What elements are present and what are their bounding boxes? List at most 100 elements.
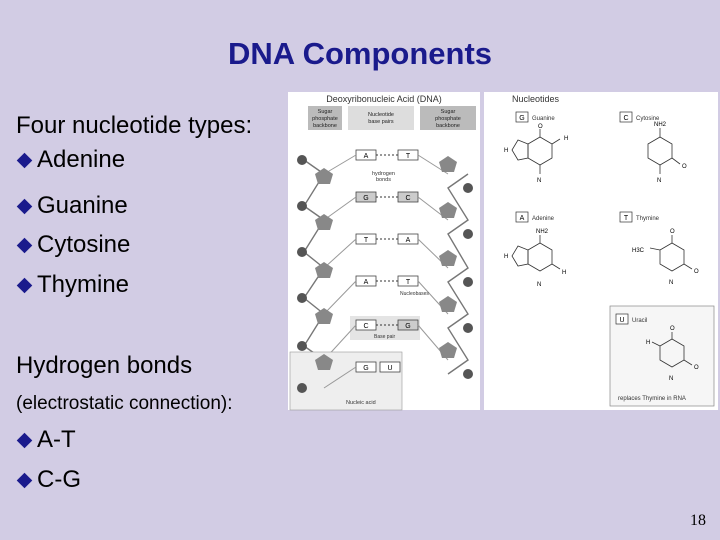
sugar-pentagon <box>439 156 457 172</box>
base-letter: A <box>406 237 411 244</box>
molecule-code: C <box>623 115 628 122</box>
header-left-line: backbone <box>313 123 337 129</box>
atom-label: N <box>669 376 673 382</box>
slide-title: DNA Components <box>227 36 493 71</box>
connector-line <box>323 280 357 315</box>
phosphate-circle <box>297 293 307 303</box>
sugar-pentagon <box>315 262 333 278</box>
sugar-pentagon <box>439 296 457 312</box>
thymine-structure <box>649 235 693 272</box>
phosphate-circle <box>463 183 473 193</box>
sugar-pentagon <box>439 342 457 358</box>
atom-label: H <box>562 270 566 276</box>
hydrogen-bonds-label: bonds <box>376 177 391 183</box>
header-left-line: phosphate <box>312 116 338 122</box>
base-pair-label: Base pair <box>374 334 395 340</box>
atom-label: O <box>538 124 543 130</box>
atom-label: NH2 <box>536 229 549 235</box>
molecule-code: G <box>519 115 524 122</box>
connector-line <box>323 238 357 269</box>
molecule-code-box <box>619 111 633 123</box>
molecule-code: U <box>619 317 624 324</box>
bullet-text: Cytosine <box>37 231 131 258</box>
phosphate-circle <box>297 247 307 257</box>
bullet-item: Cytosine <box>16 231 130 259</box>
atom-label: H <box>564 136 568 142</box>
uracil-note: replaces Thymine in RNA <box>618 396 686 402</box>
molecule-name: Uracil <box>632 318 647 324</box>
backbone-header-right <box>420 106 476 130</box>
molecule-code-box <box>515 211 529 223</box>
phosphate-circle <box>297 155 307 165</box>
base-letter: T <box>406 153 411 160</box>
phosphate-circle <box>297 383 307 393</box>
phosphate-markers <box>297 155 473 393</box>
atom-label: O <box>670 326 675 332</box>
sugar-pentagon <box>315 308 333 324</box>
atom-label: H <box>504 148 508 154</box>
dna-diagram-svg: Deoxyribonucleic Acid (DNA) Sugar phosph… <box>288 92 718 411</box>
base-pairs-header <box>348 106 414 130</box>
base-letter: U <box>387 365 392 372</box>
bullet-item: Adenine <box>16 146 125 174</box>
diamond-bullet-icon <box>16 432 33 448</box>
atom-label: O <box>694 365 699 371</box>
rung-5: C G <box>323 316 449 361</box>
molecule-code-box <box>615 313 629 325</box>
nucleotide-types-heading: Four nucleotide types: <box>16 112 253 139</box>
atom-label: N <box>537 282 541 288</box>
connector-line <box>323 366 357 389</box>
atom-label: N <box>669 280 673 286</box>
bullet-item: Thymine <box>16 271 129 299</box>
diamond-bullet-icon <box>16 472 33 488</box>
header-right-line: Sugar <box>441 109 456 115</box>
bullet-text: Adenine <box>37 146 126 173</box>
atom-label: H <box>646 340 650 346</box>
adenine-structure <box>511 235 561 272</box>
bullet-text: C-G <box>37 466 81 493</box>
base-letter: T <box>406 279 411 286</box>
molecule-code-box <box>515 111 529 123</box>
guanine-structure <box>511 129 561 174</box>
bullet-text: Thymine <box>37 271 130 298</box>
molecule-code-box <box>619 211 633 223</box>
page-number: 18 <box>690 512 706 529</box>
hydrogen-bonds-subheading: (electrostatic connection): <box>16 393 233 414</box>
base-letter: G <box>363 365 368 372</box>
base-letter: G <box>363 195 368 202</box>
connector-line <box>323 154 357 175</box>
header-right-line: backbone <box>436 123 460 129</box>
phosphate-circle <box>463 229 473 239</box>
base-box <box>379 361 401 373</box>
base-letter: G <box>405 323 410 330</box>
bullet-item: C-G <box>16 466 81 494</box>
atom-label: O <box>670 229 675 235</box>
base-letter: T <box>364 237 369 244</box>
hydrogen-bonds-heading: Hydrogen bonds <box>16 352 193 379</box>
sugar-pentagon <box>439 202 457 218</box>
bullet-text: Guanine <box>37 192 128 219</box>
nucleobases-label: Nucleobases <box>400 291 429 297</box>
base-letter: C <box>363 323 368 330</box>
bullet-item: A-T <box>16 426 76 454</box>
nucleic-acid-label: Nucleic acid <box>346 400 376 406</box>
atom-label: H <box>504 254 508 260</box>
bullet-item: Guanine <box>16 192 128 220</box>
atom-label: O <box>694 269 699 275</box>
phosphate-circle <box>463 369 473 379</box>
header-mid-line: base pairs <box>368 119 394 125</box>
molecule-code: A <box>520 215 525 222</box>
molecule-code: T <box>624 215 629 222</box>
atom-label: N <box>537 178 541 184</box>
diamond-bullet-icon <box>16 152 33 168</box>
diamond-bullet-icon <box>16 198 33 214</box>
sugar-markers <box>315 156 457 370</box>
dna-title: Deoxyribonucleic Acid (DNA) <box>326 94 442 104</box>
phosphate-circle <box>297 201 307 211</box>
atom-label: N <box>657 178 661 184</box>
phosphate-circle <box>463 323 473 333</box>
base-letter: A <box>364 279 369 286</box>
molecule-name: Guanine <box>532 116 555 122</box>
hydrogen-bonds-label: hydrogen <box>372 171 395 177</box>
cytosine-structure <box>647 128 681 174</box>
